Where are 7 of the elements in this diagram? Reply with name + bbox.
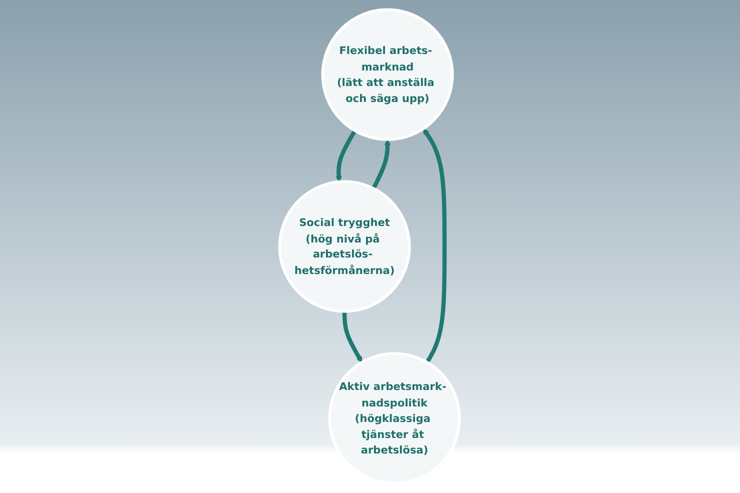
arrow [342, 311, 363, 363]
arrow [336, 130, 358, 182]
arrow [372, 139, 392, 190]
node-circle: Social trygghet (hög nivå på arbetslös- hetsförmånerna) [278, 180, 412, 313]
node-circle: Flexibel arbets- marknad (lätt att anställa och säga upp) [322, 8, 454, 141]
node-circle: Aktiv arbetsmark- nadspolitik (högklassiga tjänster åt arbetslösa) [328, 352, 462, 485]
arrow [424, 128, 448, 364]
